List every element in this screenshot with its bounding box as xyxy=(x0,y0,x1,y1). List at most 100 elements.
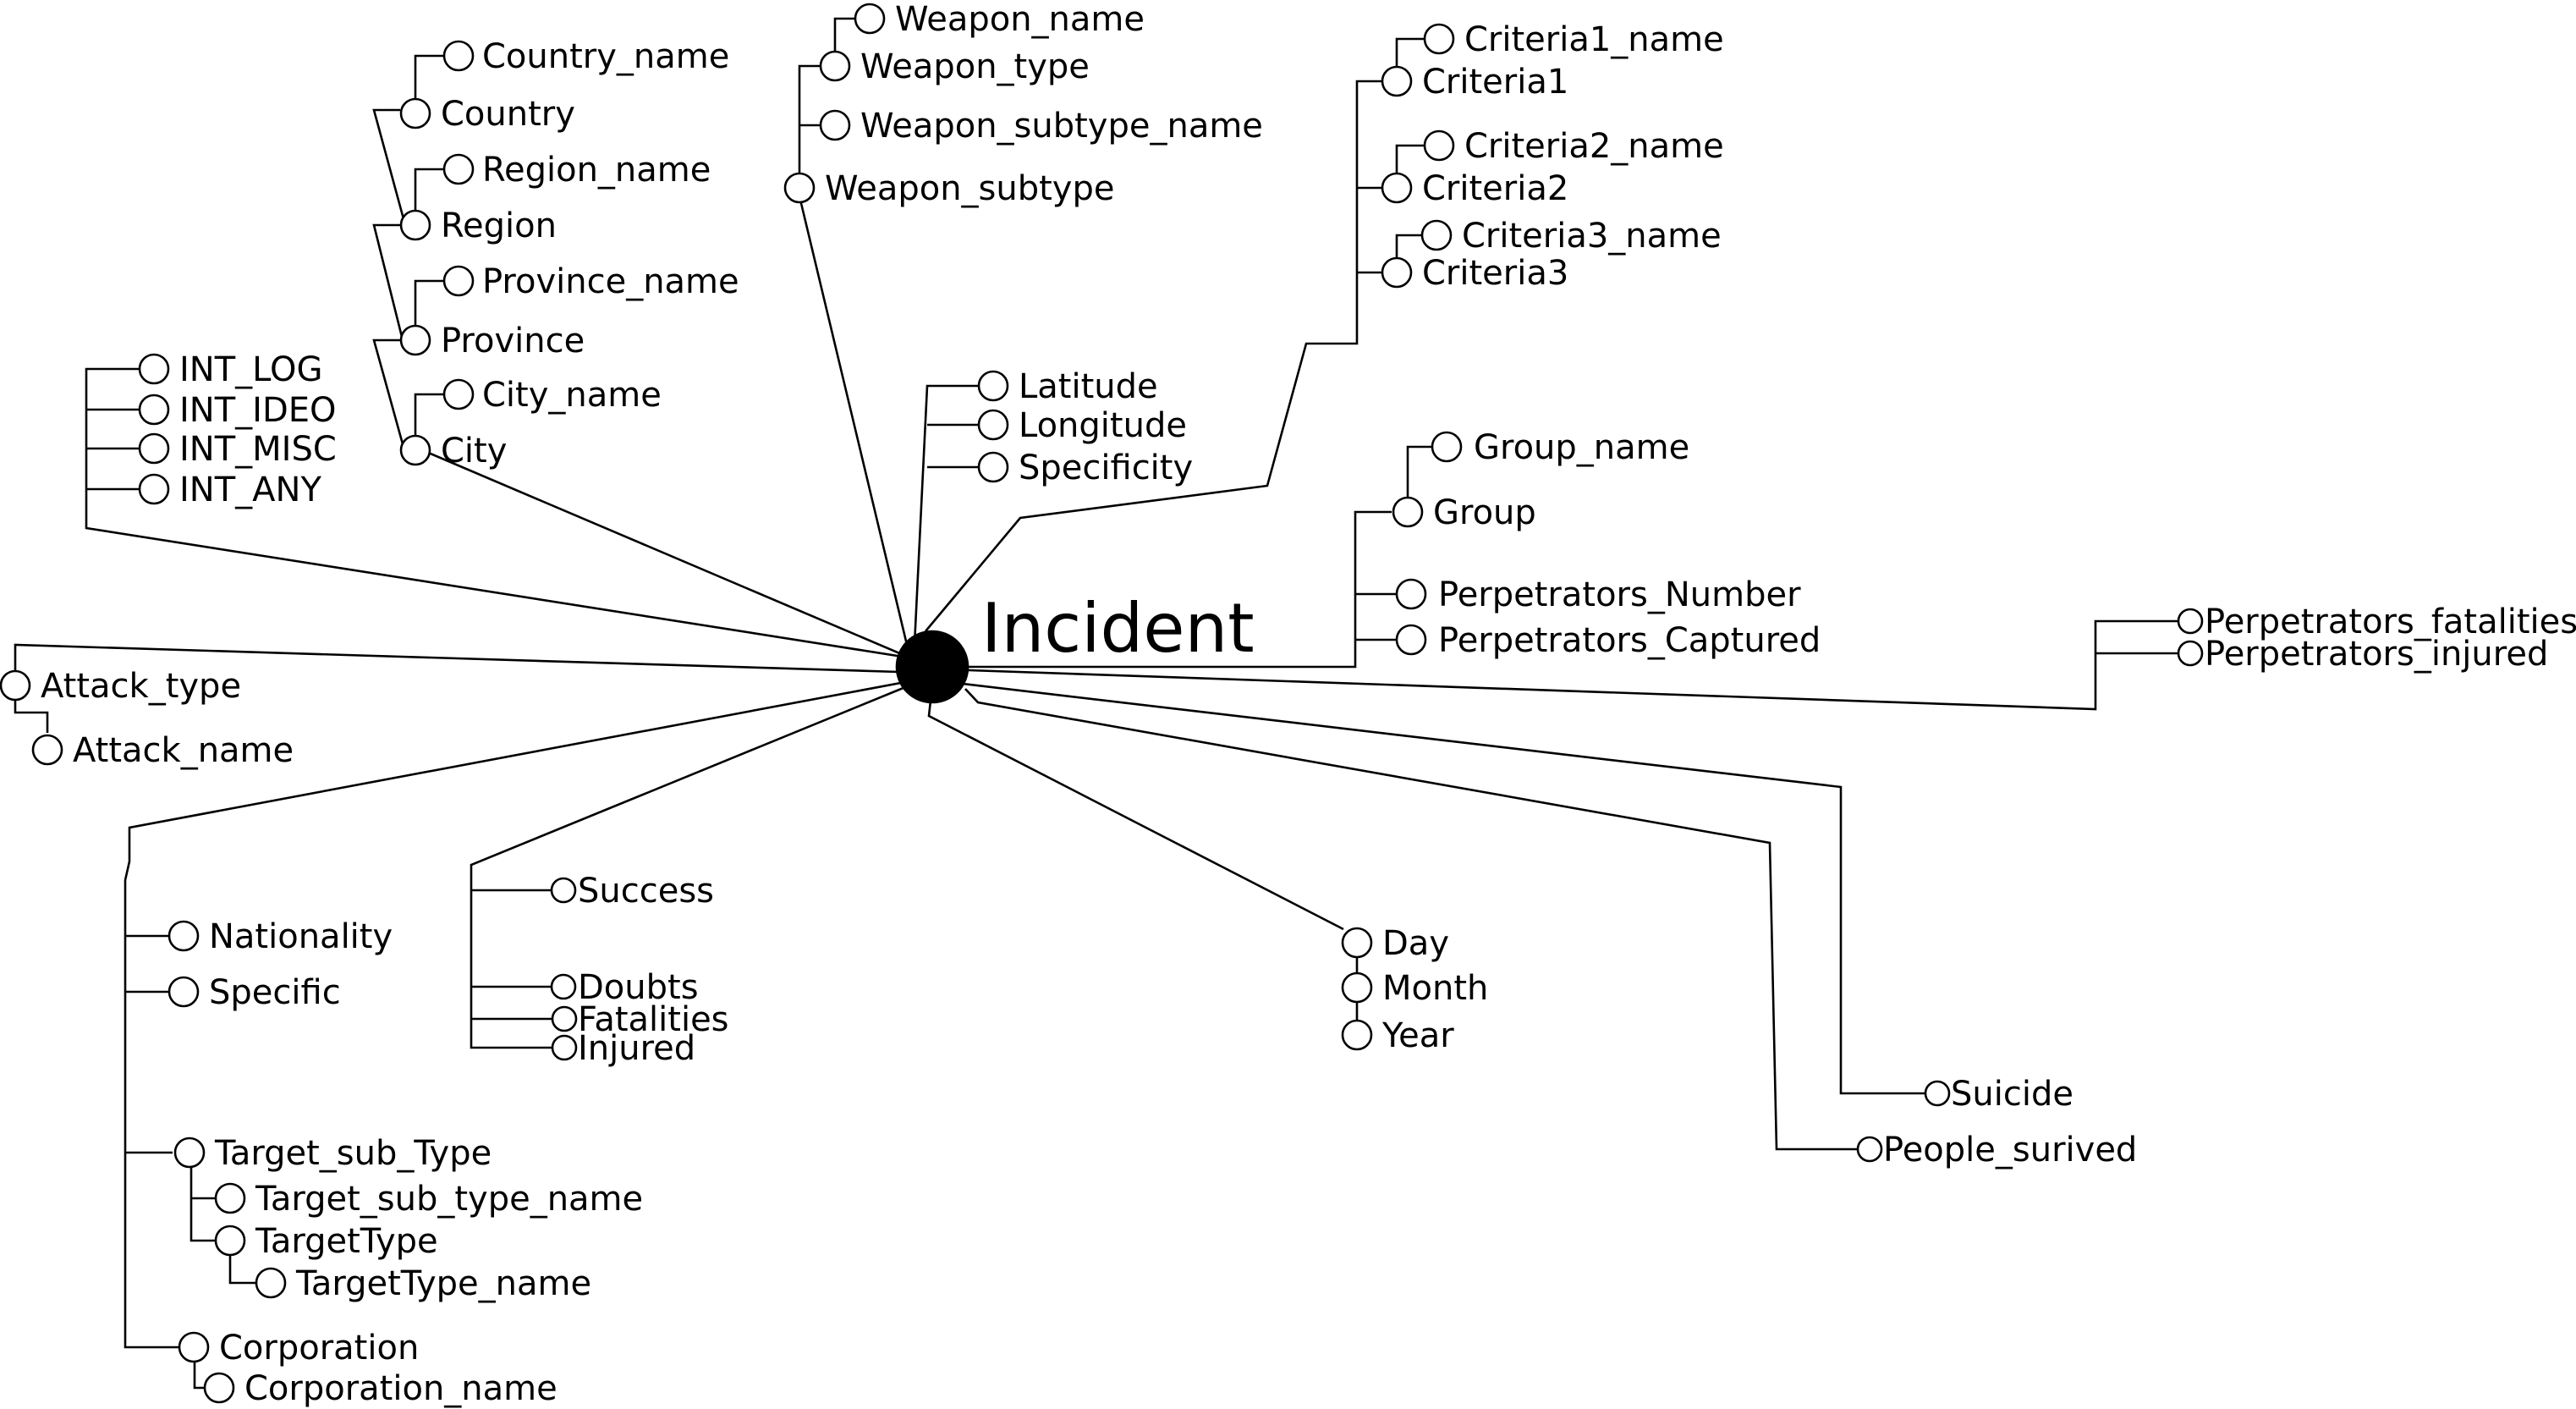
perpetrators-fatalities-label: Perpetrators_fatalities xyxy=(2205,603,2576,641)
edge-geo-branch xyxy=(913,384,979,646)
edge-province-city xyxy=(372,338,406,451)
edge-weapon-type-subtype xyxy=(798,64,820,190)
group-name-node xyxy=(1431,431,1463,463)
edge-perp-fatal-branch xyxy=(968,619,2178,711)
edge-province-name xyxy=(414,279,445,340)
weapon-name-node xyxy=(854,3,886,35)
weapon-subtype-name-node xyxy=(819,109,851,141)
target-sub-type-label: Target_sub_Type xyxy=(214,1134,492,1173)
incident-label: Incident xyxy=(981,589,1255,668)
criteria3-node xyxy=(1381,256,1413,289)
group-node xyxy=(1392,496,1424,528)
int-log-label: INT_LOG xyxy=(179,350,323,389)
edge-country-name xyxy=(414,54,445,113)
region-label: Region xyxy=(441,206,557,245)
targettype-name-node xyxy=(255,1267,287,1299)
criteria2-name-label: Criteria2_name xyxy=(1464,127,1724,166)
region-name-label: Region_name xyxy=(482,151,711,190)
target-sub-type-name-node xyxy=(214,1182,246,1214)
edge-weapon-name xyxy=(833,17,855,66)
latitude-label: Latitude xyxy=(1019,367,1158,406)
int-misc-label: INT_MISC xyxy=(179,430,337,469)
targettype-name-label: TargetType_name xyxy=(295,1264,591,1303)
int-ideo-node xyxy=(138,394,170,426)
injured-node xyxy=(551,1034,578,1061)
perpetrators-captured-label: Perpetrators_Captured xyxy=(1438,621,1821,660)
criteria1-node xyxy=(1381,65,1413,97)
attack-type-node xyxy=(0,669,31,702)
day-label: Day xyxy=(1382,924,1449,963)
weapon-subtype-node xyxy=(783,172,816,204)
int-ideo-label: INT_IDEO xyxy=(179,391,337,430)
province-node xyxy=(399,324,431,356)
criteria3-name-label: Criteria3_name xyxy=(1462,217,1722,256)
edge-attack-name xyxy=(14,699,49,733)
criteria1-name-node xyxy=(1423,23,1455,55)
edge-criteria-branch xyxy=(925,80,1382,632)
perpetrators-captured-node xyxy=(1395,624,1427,656)
edge-group-branch xyxy=(933,510,1392,669)
edge-region-province xyxy=(372,223,405,341)
specificity-node xyxy=(977,451,1009,483)
edge-date-branch xyxy=(927,700,1344,931)
perpetrators-fatalities-node xyxy=(2177,608,2204,635)
month-node xyxy=(1341,971,1373,1004)
attack-name-label: Attack_name xyxy=(73,731,294,770)
specific-label: Specific xyxy=(209,973,341,1012)
suicide-node xyxy=(1924,1080,1951,1107)
fatalities-label: Fatalities xyxy=(578,1000,729,1039)
specificity-label: Specificity xyxy=(1019,449,1193,487)
corporation-name-label: Corporation_name xyxy=(244,1369,557,1408)
country-node xyxy=(399,97,431,129)
latitude-node xyxy=(977,370,1009,402)
target-sub-type-name-label: Target_sub_type_name xyxy=(255,1180,643,1219)
specific-node xyxy=(168,976,200,1008)
city-node xyxy=(399,434,431,466)
labels: Incident Country_name Country Region_nam… xyxy=(41,0,2576,1408)
targettype-label: TargetType xyxy=(255,1222,438,1261)
day-node xyxy=(1341,927,1373,959)
weapon-type-node xyxy=(819,50,851,82)
suicide-label: Suicide xyxy=(1951,1075,2073,1114)
edge-attack-branch xyxy=(14,643,900,674)
criteria1-name-label: Criteria1_name xyxy=(1464,20,1724,59)
edge-city-name xyxy=(414,393,445,450)
edge-target-branch xyxy=(124,680,906,1349)
edge-group-name xyxy=(1406,445,1432,497)
country-name-label: Country_name xyxy=(482,37,729,76)
edge-success-branch xyxy=(470,684,910,1049)
people-survived-node xyxy=(1856,1136,1883,1163)
nationality-label: Nationality xyxy=(209,917,393,956)
int-any-node xyxy=(138,473,170,505)
attack-type-label: Attack_type xyxy=(41,667,241,706)
city-name-node xyxy=(442,378,475,410)
year-label: Year xyxy=(1381,1016,1454,1055)
perpetrators-number-label: Perpetrators_Number xyxy=(1438,575,1801,614)
edge-targettype-name xyxy=(228,1256,255,1285)
province-name-label: Province_name xyxy=(482,262,739,301)
criteria2-label: Criteria2 xyxy=(1422,169,1568,208)
success-node xyxy=(550,877,577,904)
attack-name-node xyxy=(31,734,63,766)
edge-location-branch xyxy=(426,450,932,669)
incident-node xyxy=(895,630,969,704)
criteria1-label: Criteria1 xyxy=(1422,63,1568,102)
weapon-type-label: Weapon_type xyxy=(860,47,1090,86)
nodes xyxy=(0,3,2204,1404)
corporation-node xyxy=(178,1331,210,1363)
corporation-name-node xyxy=(203,1372,235,1404)
region-node xyxy=(399,209,431,241)
year-node xyxy=(1341,1019,1373,1051)
edge-suicide-branch xyxy=(962,682,1925,1095)
injured-label: Injured xyxy=(578,1029,695,1068)
weapon-subtype-label: Weapon_subtype xyxy=(825,169,1114,208)
targettype-node xyxy=(214,1225,246,1257)
int-any-label: INT_ANY xyxy=(179,471,321,509)
edge-weapon-branch xyxy=(799,199,909,649)
perpetrators-number-node xyxy=(1395,578,1427,610)
people-survived-label: People_surived xyxy=(1883,1131,2137,1170)
criteria3-label: Criteria3 xyxy=(1422,254,1568,293)
int-misc-node xyxy=(138,432,170,465)
group-label: Group xyxy=(1433,493,1536,532)
